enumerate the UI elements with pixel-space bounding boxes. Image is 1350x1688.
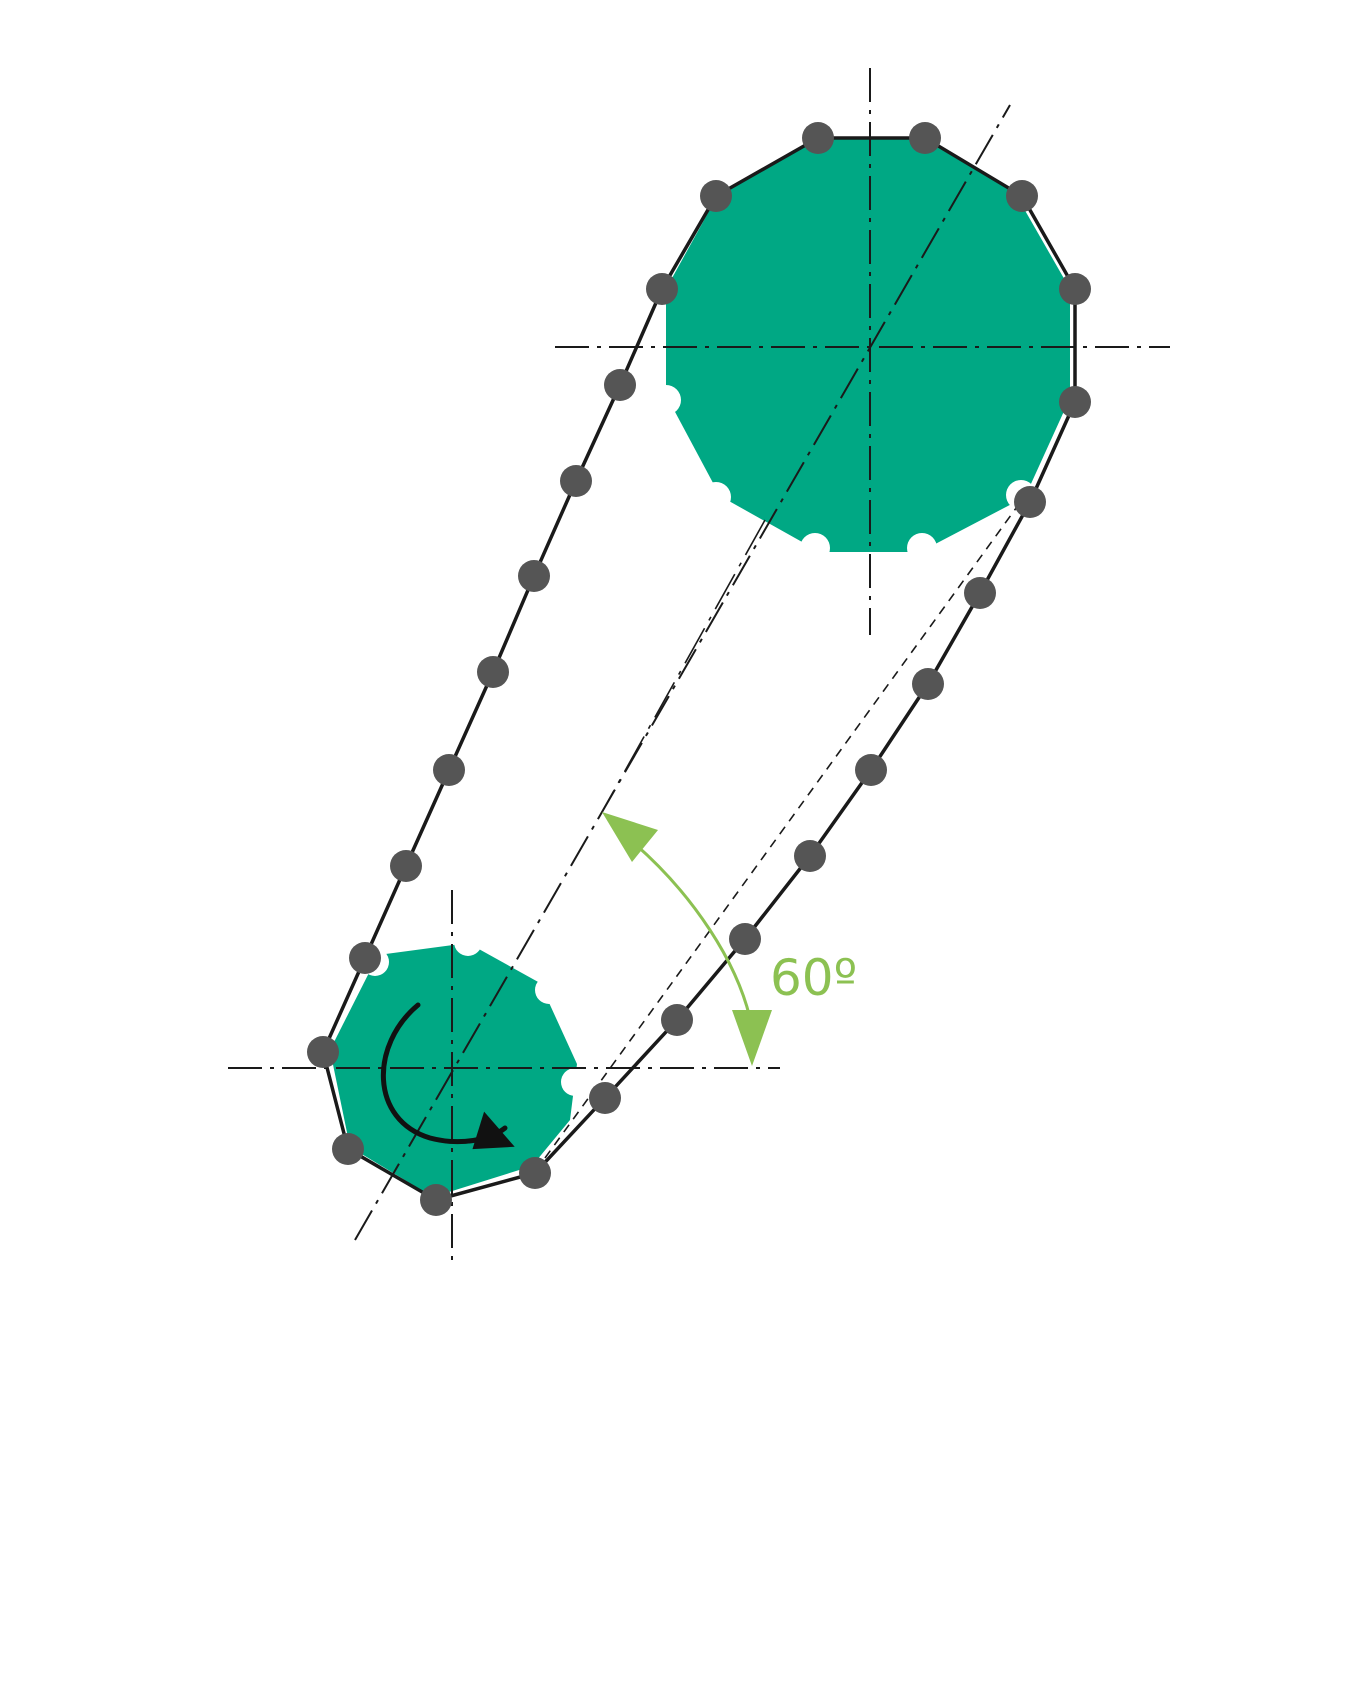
small-sprocket-body bbox=[330, 943, 577, 1197]
chain-roller bbox=[560, 465, 592, 497]
chain-roller bbox=[1059, 273, 1091, 305]
chain-roller bbox=[912, 668, 944, 700]
small-sprocket-tooth-gap bbox=[454, 928, 482, 956]
center-lines bbox=[228, 68, 1170, 1262]
chain-roller bbox=[477, 656, 509, 688]
chain-roller bbox=[794, 840, 826, 872]
chain-roller bbox=[519, 1157, 551, 1189]
chain-roller bbox=[1006, 180, 1038, 212]
chain-roller bbox=[332, 1133, 364, 1165]
chain-roller bbox=[855, 754, 887, 786]
chain-roller bbox=[964, 577, 996, 609]
upper-guide-line bbox=[601, 519, 766, 813]
clockwise-rotation-arrow-icon bbox=[380, 1002, 515, 1150]
large-sprocket-tooth-gap bbox=[651, 385, 681, 415]
chain-roller bbox=[1059, 386, 1091, 418]
chain-roller bbox=[646, 273, 678, 305]
angle-label: 60º bbox=[770, 949, 857, 1007]
chain-roller bbox=[349, 942, 381, 974]
chain-roller bbox=[589, 1082, 621, 1114]
small-sprocket bbox=[330, 928, 589, 1197]
chain-roller bbox=[518, 560, 550, 592]
large-sprocket-tooth-gap bbox=[907, 533, 937, 563]
large-sprocket bbox=[651, 137, 1070, 563]
sprocket-axis-centerline bbox=[354, 104, 1011, 1241]
chain-roller bbox=[729, 923, 761, 955]
angle-arrow-head-bottom bbox=[732, 1010, 772, 1066]
chain-roller bbox=[390, 850, 422, 882]
small-sprocket-tooth-gap bbox=[561, 1068, 589, 1096]
chain-tangent-reference-line bbox=[544, 492, 1028, 1159]
double-headed-angle-arc-icon bbox=[602, 812, 772, 1066]
chain-roller bbox=[433, 754, 465, 786]
chain-rollers bbox=[307, 122, 1091, 1216]
large-sprocket-tooth-gap bbox=[701, 482, 731, 512]
chain-roller bbox=[802, 122, 834, 154]
angle-arrow-head-top bbox=[602, 812, 658, 862]
chain-roller bbox=[700, 180, 732, 212]
chain-roller bbox=[661, 1004, 693, 1036]
small-sprocket-tooth-gap bbox=[535, 976, 563, 1004]
chain-roller bbox=[604, 369, 636, 401]
chain-roller bbox=[420, 1184, 452, 1216]
chain-roller bbox=[307, 1036, 339, 1068]
large-sprocket-body bbox=[666, 137, 1070, 552]
chain-roller bbox=[909, 122, 941, 154]
large-sprocket-tooth-gap bbox=[800, 533, 830, 563]
chain-roller bbox=[1014, 486, 1046, 518]
